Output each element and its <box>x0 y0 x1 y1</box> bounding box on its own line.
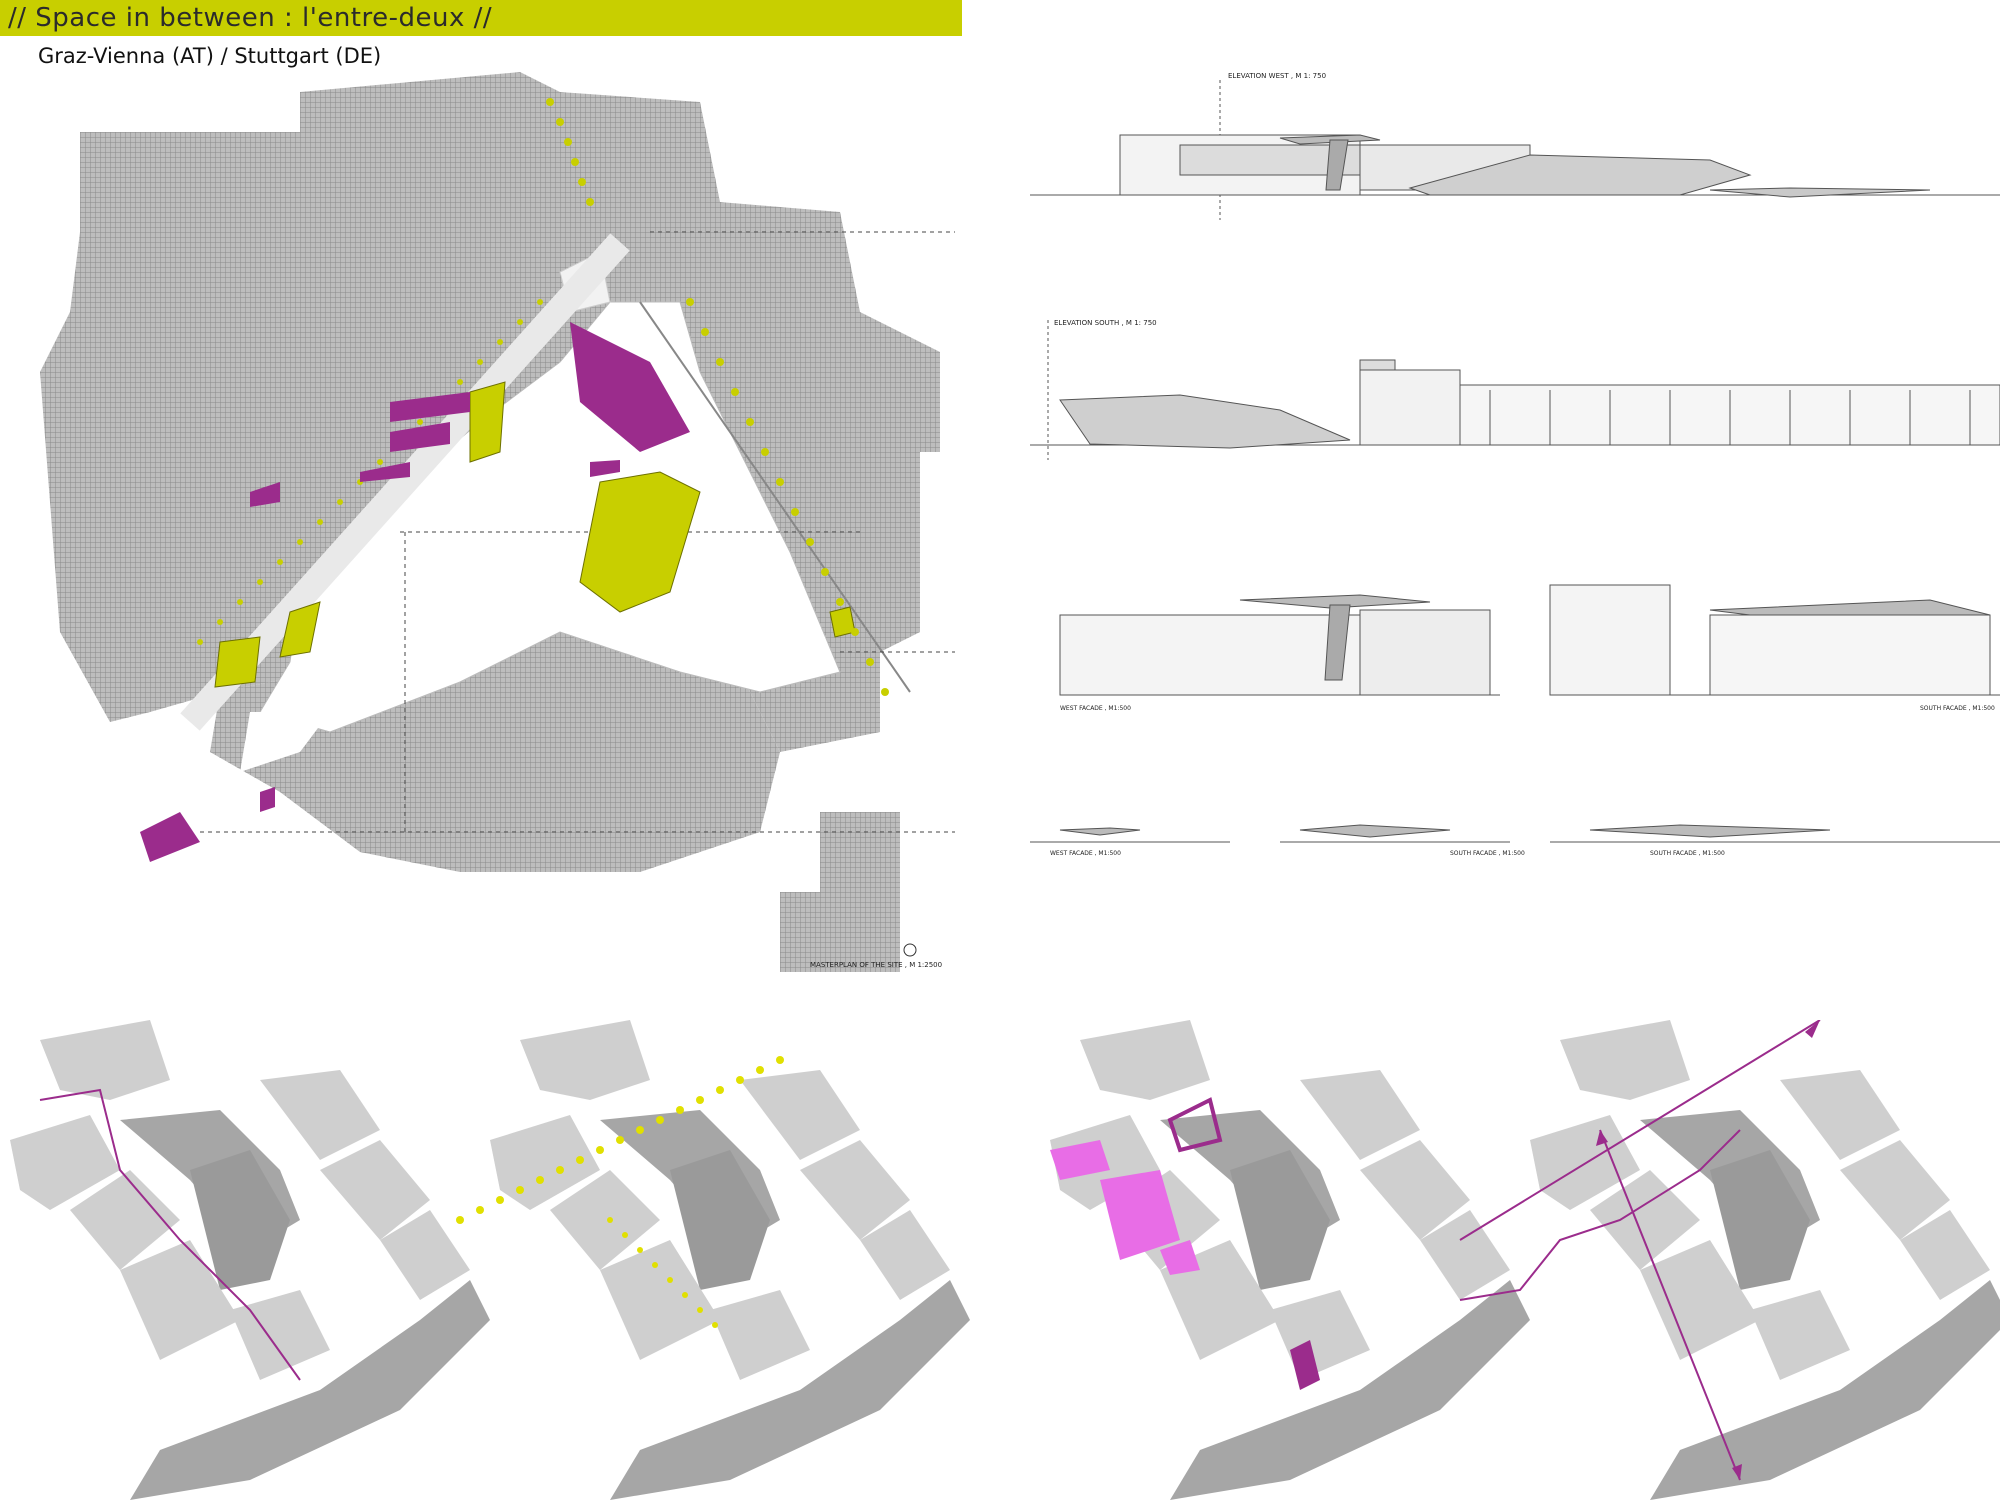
masterplan-caption: MASTERPLAN OF THE SITE , M 1:2500 <box>810 961 942 969</box>
tree-dots <box>197 98 889 696</box>
south-facade-label-2: SOUTH FACADE , M1:500 <box>1450 850 1525 857</box>
south-facade-label-3: SOUTH FACADE , M1:500 <box>1650 850 1725 857</box>
station-elements <box>140 322 690 862</box>
central-open-area <box>180 233 911 772</box>
facades-row-1 <box>1059 584 2000 696</box>
facades-row-2 <box>1030 824 2000 843</box>
south-facade-label-1: SOUTH FACADE , M1:500 <box>1920 705 1995 712</box>
diagram-4 <box>1459 1020 2000 1500</box>
elevation-south-label: ELEVATION SOUTH , M 1: 750 <box>1054 319 1157 327</box>
elevations-panel: ELEVATION WEST , M 1: 750 ELEVATION SOUT… <box>1030 72 2000 857</box>
diagram-1 <box>10 1020 490 1500</box>
west-facade-label-2: WEST FACADE , M1:500 <box>1050 850 1121 857</box>
section-lines <box>200 231 955 833</box>
north-arrow-icon <box>903 943 917 957</box>
elevation-south <box>1030 320 2000 460</box>
diagram-2 <box>456 1020 970 1500</box>
diagram-3 <box>1050 1020 1530 1500</box>
page-title: // Space in between : l'entre-deux // <box>0 0 962 36</box>
elevation-west <box>1030 80 2000 220</box>
west-facade-label-1: WEST FACADE , M1:500 <box>1060 705 1131 712</box>
yellow-built-areas <box>214 381 856 688</box>
concept-diagrams <box>10 1020 2000 1500</box>
tree-line <box>456 1056 784 1328</box>
masterplan-map: MASTERPLAN OF THE SITE , M 1:2500 <box>40 72 955 972</box>
page-subtitle: Graz-Vienna (AT) / Stuttgart (DE) <box>38 44 382 68</box>
elevation-west-label: ELEVATION WEST , M 1: 750 <box>1228 72 1326 80</box>
